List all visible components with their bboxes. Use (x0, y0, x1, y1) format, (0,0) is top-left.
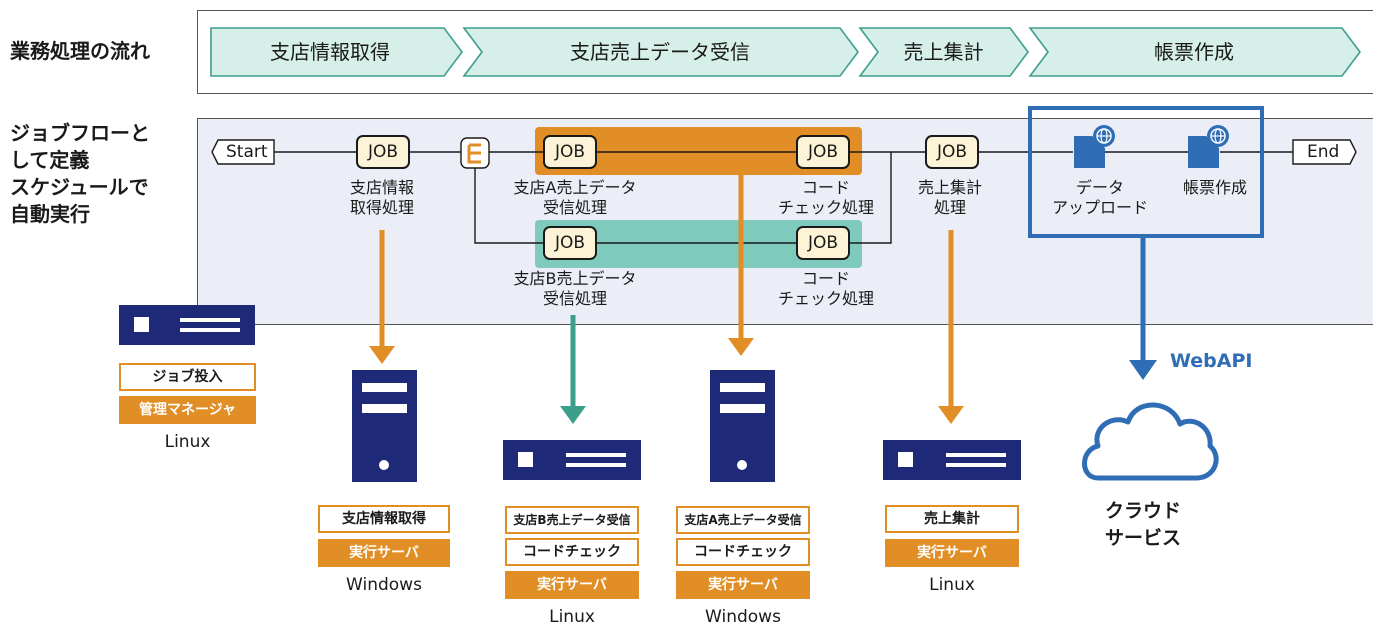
servera-tag-receive: 支店A売上データ受信 (676, 506, 810, 534)
server-tower-icon-1 (352, 370, 417, 482)
job-a-receive[interactable]: JOB (543, 135, 597, 169)
start-node: Start (226, 142, 268, 162)
process-step-1: 支店情報取得 (270, 40, 390, 64)
servera-tag-role: 実行サーバ (676, 571, 810, 599)
process-arrow-1 (210, 27, 463, 77)
cloud-service-label: クラウドサービス (1104, 500, 1181, 549)
caption-b-code-check: コードチェック処理 (777, 269, 874, 308)
cloud-job-icons (1074, 125, 1229, 168)
manager-os: Linux (164, 432, 211, 452)
serverb-tag-role: 実行サーバ (505, 571, 639, 599)
caption-branch-info: 支店情報取得処理 (349, 178, 414, 217)
server4-os: Linux (929, 575, 975, 595)
server1-tag-role: 実行サーバ (318, 539, 450, 567)
webapi-label: WebAPI (1170, 350, 1253, 372)
caption-aggregate: 売上集計処理 (917, 178, 982, 217)
server-rack-icon-b (503, 440, 641, 480)
server1-tag-task: 支店情報取得 (318, 505, 450, 533)
job-aggregate[interactable]: JOB (925, 135, 979, 169)
manager-tag-manager: 管理マネージャ (119, 396, 256, 424)
process-arrow-4 (1028, 27, 1361, 77)
job-b-receive[interactable]: JOB (543, 226, 597, 260)
business-flow-frame (197, 10, 1373, 94)
end-terminal (1292, 139, 1357, 165)
server-tower-icon-a (710, 370, 775, 482)
start-terminal (211, 139, 275, 165)
job-branch-info[interactable]: JOB (356, 135, 410, 169)
process-arrow-3 (858, 27, 1029, 77)
serverb-os: Linux (549, 607, 595, 627)
server4-tag-task: 売上集計 (885, 505, 1019, 533)
process-step-4: 帳票作成 (1154, 40, 1234, 64)
serverb-tag-receive: 支店B売上データ受信 (505, 506, 639, 534)
process-step-2: 支店売上データ受信 (570, 40, 750, 64)
server4-tag-role: 実行サーバ (885, 539, 1019, 567)
process-step-3: 売上集計 (903, 40, 984, 64)
jobflow-label: ジョブフローと して定義 スケジュールで 自動実行 (10, 121, 150, 226)
caption-a-code-check: コードチェック処理 (777, 178, 874, 217)
manager-server-icon (119, 305, 255, 345)
cloud-icon (1082, 402, 1219, 481)
caption-b-receive: 支店B売上データ受信処理 (513, 269, 637, 308)
execution-arrows (369, 175, 1157, 424)
end-node: End (1307, 142, 1340, 162)
serverb-tag-codecheck: コードチェック (505, 538, 639, 566)
process-arrow-2 (462, 27, 859, 77)
server-rack-icon-aggregate (883, 440, 1021, 480)
servera-tag-codecheck: コードチェック (676, 538, 810, 566)
server1-os: Windows (346, 575, 422, 595)
caption-a-receive: 支店A売上データ受信処理 (513, 178, 637, 217)
servera-os: Windows (705, 607, 781, 627)
business-flow-label: 業務処理の流れ (10, 39, 150, 63)
job-b-code-check[interactable]: JOB (796, 226, 850, 260)
manager-tag-job-submit: ジョブ投入 (119, 363, 256, 391)
cloud-jobs-box (1028, 106, 1264, 238)
caption-cloud-report: 帳票作成 (1182, 178, 1247, 197)
process-arrows (210, 27, 1361, 77)
branch-icon (460, 137, 490, 169)
job-a-code-check[interactable]: JOB (796, 135, 850, 169)
caption-cloud-upload: データアップロード (1051, 178, 1148, 217)
